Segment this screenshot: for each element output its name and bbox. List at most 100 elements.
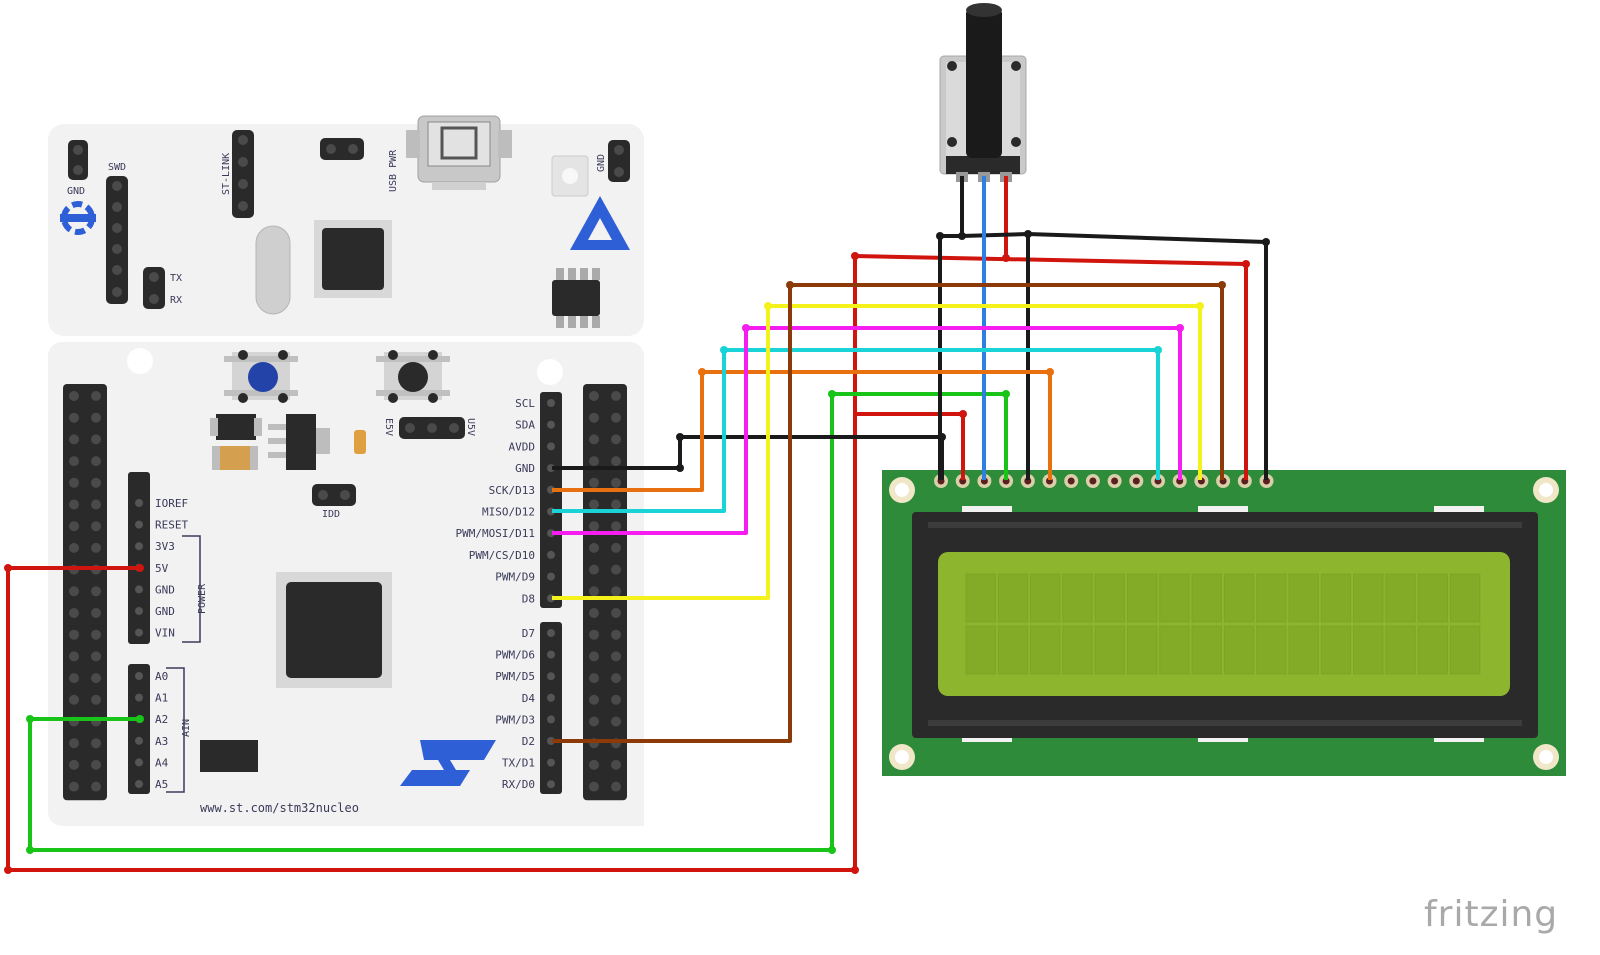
lcd-char-cell bbox=[1256, 625, 1287, 675]
reset-button bbox=[376, 350, 450, 403]
morpho-pin bbox=[611, 608, 621, 618]
morpho-pin bbox=[589, 456, 599, 467]
sensor-chip bbox=[200, 740, 258, 772]
diode bbox=[216, 414, 256, 440]
morpho-pin bbox=[91, 673, 101, 684]
lcd-char-cell bbox=[1127, 573, 1158, 623]
e5v-header bbox=[399, 417, 465, 439]
board-url: www.st.com/stm32nucleo bbox=[200, 801, 359, 815]
morpho-pin bbox=[589, 564, 599, 575]
morpho-pin bbox=[611, 673, 621, 684]
morpho-pin bbox=[91, 651, 101, 662]
lcd-char-cell bbox=[1159, 625, 1190, 675]
voltage-regulator bbox=[268, 414, 330, 470]
morpho-pin bbox=[91, 694, 101, 705]
pin-label: D2 bbox=[522, 735, 535, 748]
lcd-pin-hole bbox=[1111, 477, 1119, 485]
idd-header bbox=[312, 484, 356, 506]
st-brand-logo bbox=[400, 740, 496, 786]
morpho-pin bbox=[589, 608, 599, 618]
pin-label: D4 bbox=[522, 692, 536, 705]
morpho-pin bbox=[589, 542, 599, 553]
gnd-top-header bbox=[68, 140, 88, 180]
header-pin bbox=[135, 542, 143, 551]
fritzing-logo: fritzing bbox=[1424, 894, 1558, 935]
morpho-pin bbox=[69, 651, 79, 662]
morpho-pin bbox=[611, 521, 621, 532]
lcd-char-cell bbox=[1191, 625, 1222, 675]
lcd-char-cell bbox=[1062, 625, 1093, 675]
pin-label: RX/D0 bbox=[502, 778, 535, 791]
morpho-pin bbox=[91, 759, 101, 770]
lcd-char-cell bbox=[1223, 573, 1255, 623]
morpho-pin bbox=[91, 521, 101, 532]
ain-label: AIN bbox=[181, 719, 192, 737]
lcd-char-cell bbox=[1094, 573, 1125, 623]
morpho-pin bbox=[91, 586, 101, 597]
pin-label: GND bbox=[155, 583, 175, 596]
morpho-pin bbox=[91, 608, 101, 618]
morpho-pin bbox=[91, 542, 101, 553]
morpho-pin bbox=[611, 716, 621, 727]
header-pin bbox=[547, 420, 555, 429]
morpho-pin bbox=[589, 629, 599, 640]
morpho-pin bbox=[589, 759, 599, 770]
morpho-pin bbox=[611, 651, 621, 662]
potentiometer bbox=[939, 3, 1027, 182]
eeprom-chip bbox=[552, 268, 600, 328]
power-label: POWER bbox=[197, 583, 208, 614]
lcd-char-cell bbox=[997, 573, 1029, 623]
potentiometer-shaft bbox=[966, 8, 1002, 158]
morpho-pin bbox=[589, 412, 599, 423]
pin-label: A2 bbox=[155, 713, 168, 726]
header-pin bbox=[135, 693, 143, 702]
header-pin bbox=[547, 758, 555, 767]
stlink-mcu bbox=[314, 220, 392, 298]
pin-label: GND bbox=[515, 462, 535, 475]
morpho-pin bbox=[611, 586, 621, 597]
main-mcu bbox=[276, 572, 392, 688]
st-link-label: ST-LINK bbox=[221, 153, 232, 195]
power-bracket bbox=[182, 535, 201, 643]
lcd-pin-hole bbox=[1067, 477, 1075, 485]
pin-label: VIN bbox=[155, 627, 175, 640]
morpho-pin bbox=[69, 391, 79, 401]
morpho-pin bbox=[611, 694, 621, 705]
lcd-char-cell bbox=[1288, 573, 1319, 623]
header-pin bbox=[135, 520, 143, 529]
morpho-pin bbox=[91, 456, 101, 467]
lower-digital-header bbox=[540, 622, 562, 794]
morpho-pin bbox=[589, 651, 599, 662]
wire-joints bbox=[4, 230, 1270, 874]
pin-label: SCL bbox=[515, 397, 535, 410]
header-pin bbox=[135, 780, 143, 788]
left-morpho-header bbox=[63, 384, 107, 801]
e5v-label: E5V bbox=[383, 418, 394, 436]
lcd-char-cell bbox=[1191, 573, 1222, 623]
morpho-pin bbox=[91, 738, 101, 749]
morpho-pin bbox=[69, 759, 79, 770]
pin-label: A5 bbox=[155, 778, 168, 791]
wire-lcd-gnd-top bbox=[961, 232, 1268, 480]
header-pin bbox=[547, 715, 555, 724]
crystal bbox=[255, 225, 291, 315]
header-pin bbox=[135, 672, 143, 680]
lcd-char-cell bbox=[1450, 573, 1481, 623]
morpho-pin bbox=[589, 716, 599, 727]
header-pin bbox=[547, 442, 555, 451]
pin-label: SDA bbox=[515, 419, 535, 432]
power-header bbox=[128, 472, 150, 644]
morpho-pin bbox=[589, 781, 599, 792]
morpho-pin bbox=[91, 629, 101, 640]
lcd-char-cell bbox=[997, 625, 1029, 675]
morpho-pin bbox=[611, 629, 621, 640]
tantalum-cap bbox=[212, 446, 258, 470]
swd-header bbox=[106, 176, 128, 304]
gnd-top-label: GND bbox=[67, 186, 85, 197]
upper-digital-pin-list: SCLSDAAVDDGNDSCK/D13MISO/D12PWM/MOSI/D11… bbox=[456, 397, 555, 605]
morpho-pin bbox=[589, 477, 599, 488]
led-lens bbox=[562, 168, 578, 184]
